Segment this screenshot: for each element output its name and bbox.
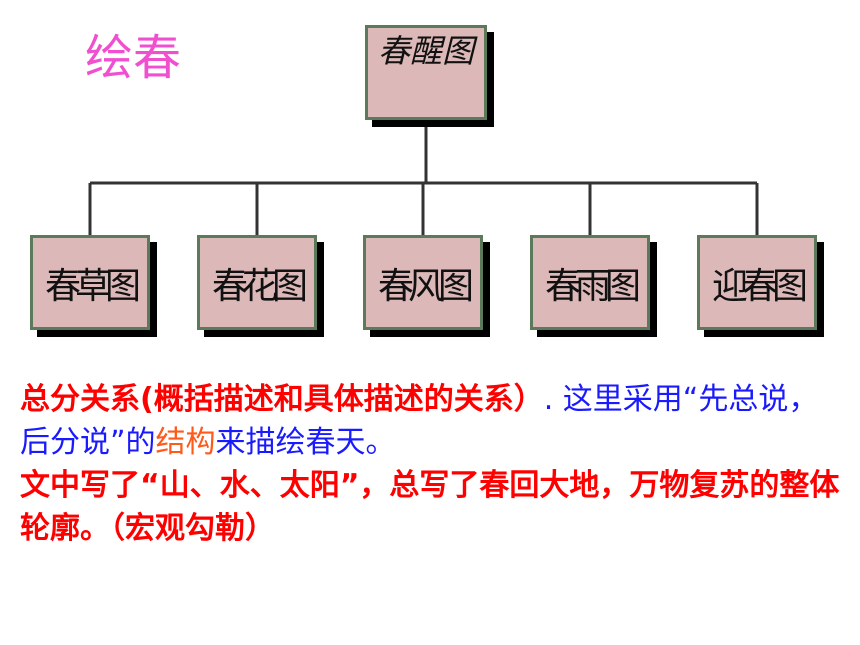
root-node-label: 春醒图	[378, 32, 475, 70]
child-node-5: 迎春图	[697, 235, 817, 330]
structure-word: 结构	[155, 425, 216, 460]
child-node-label: 春雨图	[544, 265, 641, 307]
child-node-label: 春花图	[211, 265, 308, 307]
relation-text: 总分关系(概括描述和具体描述的关系）	[20, 382, 544, 417]
summary-text: 文中写了“山、水、太阳”，总写了春回大地，万物复苏的整体轮廓。（宏观勾勒）	[20, 468, 840, 546]
child-node-3: 春风图	[363, 235, 483, 330]
explanation-paragraph: 总分关系(概括描述和具体描述的关系）. 这里采用“先总说，后分说”的结构来描绘春…	[20, 378, 840, 550]
root-node: 春醒图	[365, 25, 487, 120]
child-node-2: 春花图	[197, 235, 317, 330]
slide-title: 绘春	[85, 30, 182, 86]
child-node-1: 春草图	[30, 235, 150, 330]
child-node-label: 迎春图	[711, 265, 808, 307]
method-text-end: 来描绘春天。	[215, 425, 396, 460]
child-node-label: 春草图	[44, 265, 141, 307]
child-node-4: 春雨图	[530, 235, 650, 330]
method-text: . 这里采用“先总说，后分说”的	[20, 382, 819, 460]
child-node-label: 春风图	[377, 265, 474, 307]
